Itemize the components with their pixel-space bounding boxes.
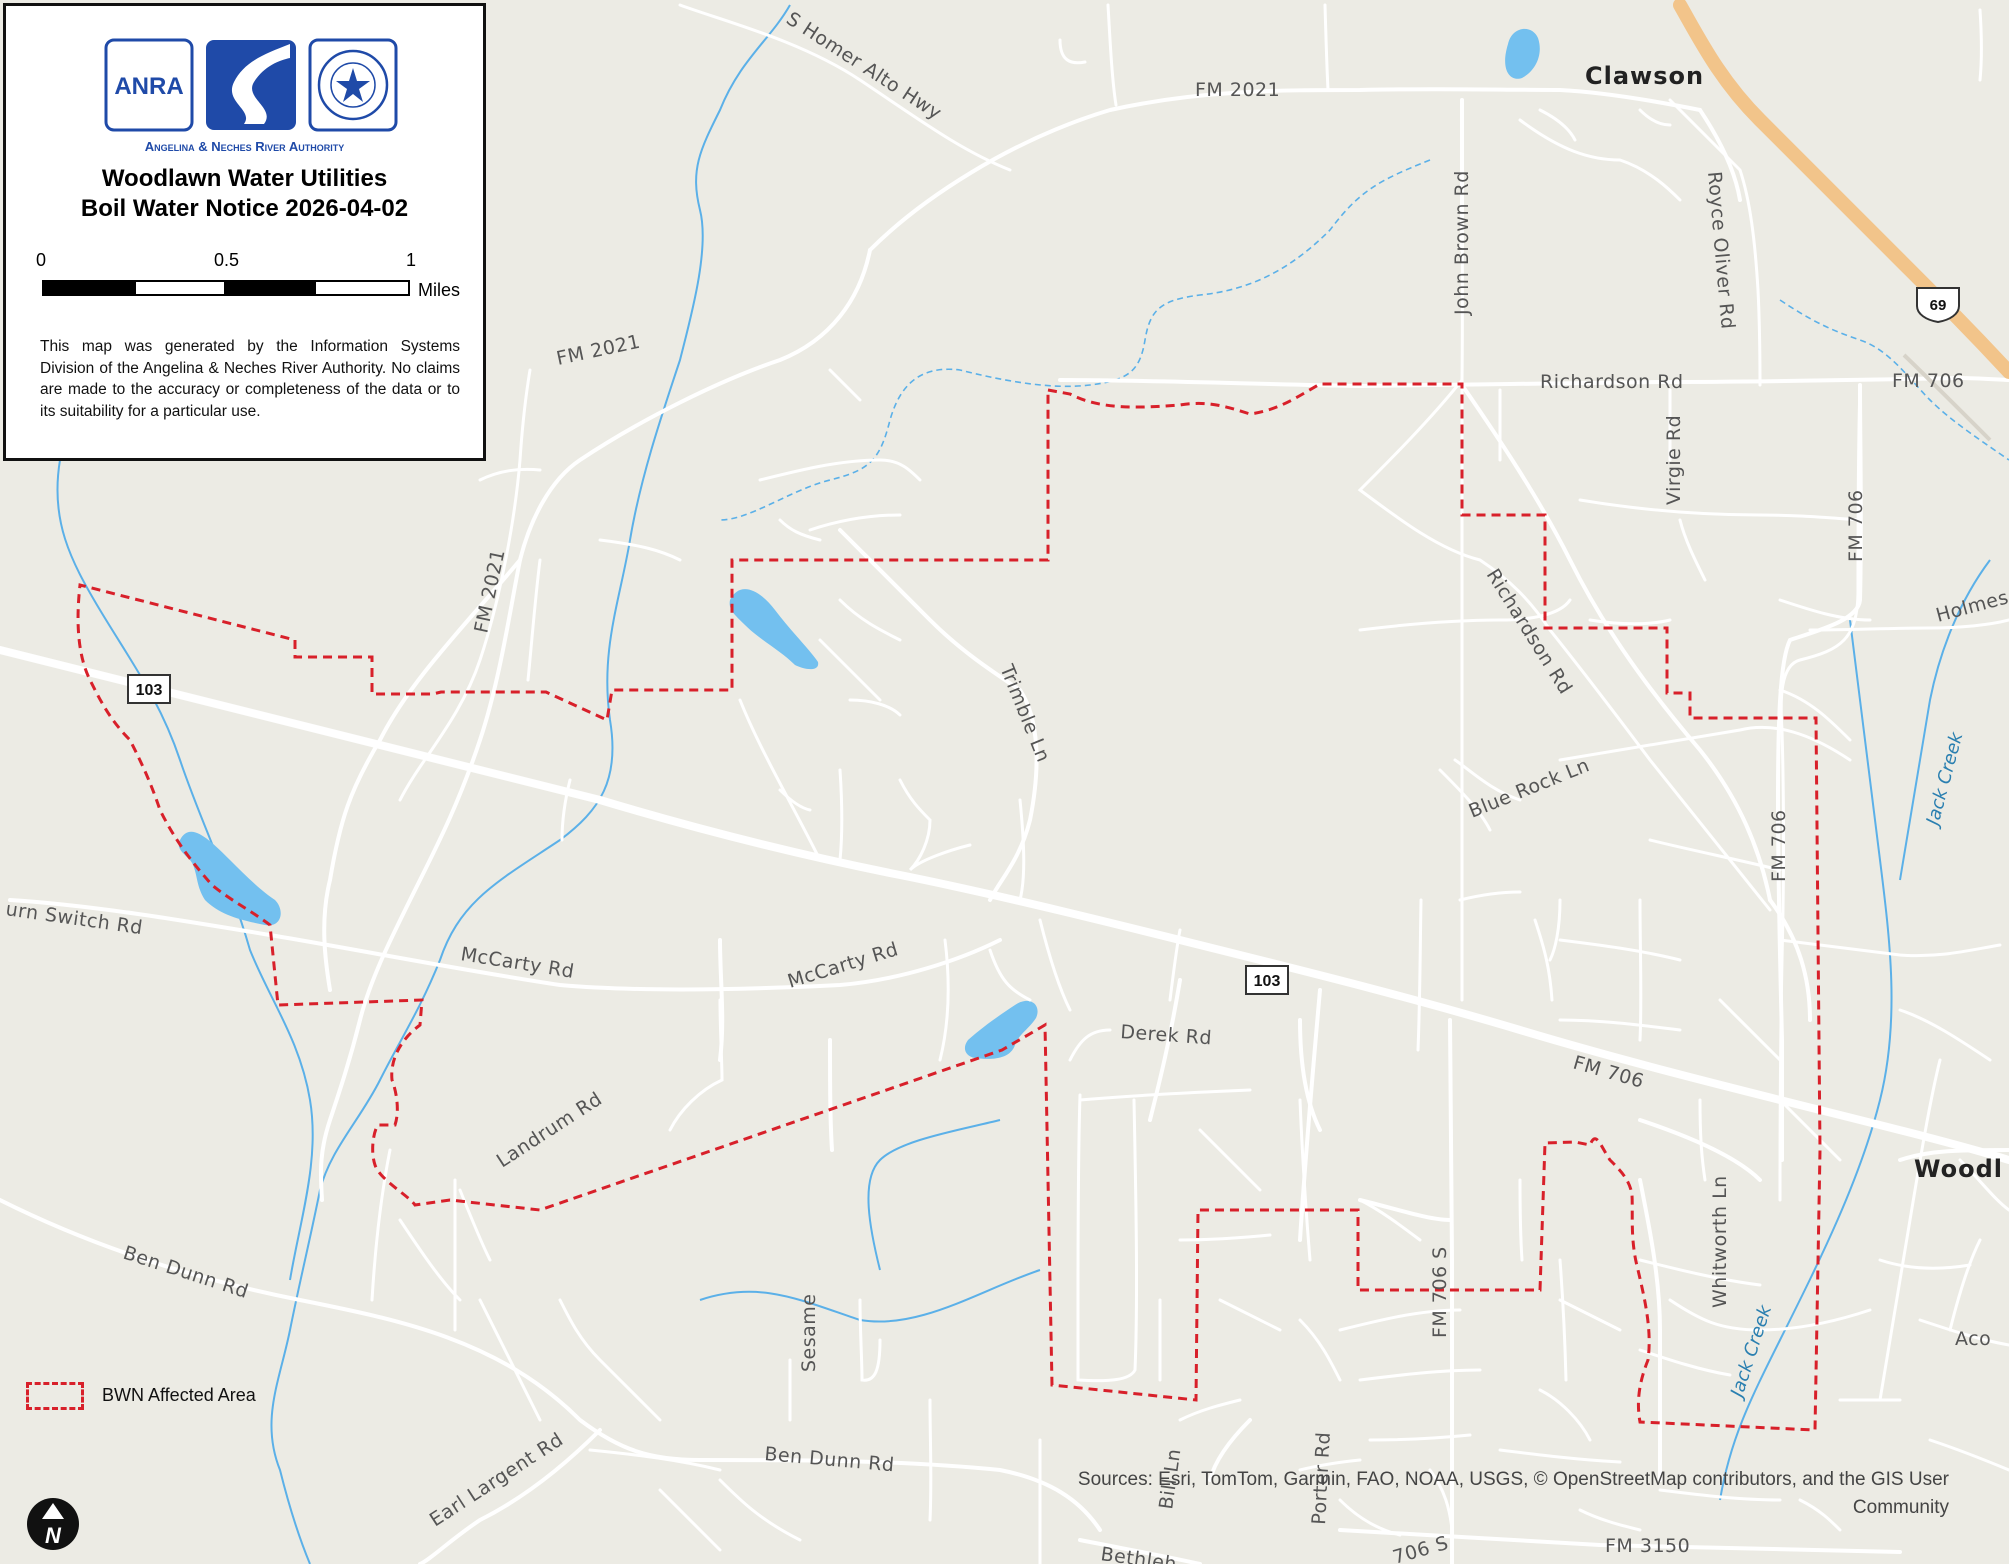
route-shield-us69: 69 bbox=[1916, 287, 1960, 324]
road-label-virgie: Virgie Rd bbox=[1663, 415, 1685, 505]
road-label-fm706s: FM 706 S bbox=[1429, 1246, 1451, 1338]
road-label-fm3150: FM 3150 bbox=[1605, 1535, 1690, 1557]
intermittent-streams bbox=[719, 159, 2009, 521]
main-roads bbox=[0, 87, 2009, 1564]
map-title: Woodlawn Water Utilities Boil Water Noti… bbox=[6, 164, 483, 224]
road-label-sesame: Sesame bbox=[798, 1294, 820, 1373]
anra-logo: ANRA bbox=[104, 38, 398, 132]
title-line-1: Woodlawn Water Utilities bbox=[101, 165, 388, 192]
svg-text:69: 69 bbox=[1930, 297, 1947, 314]
town-label-clawson: Clawson bbox=[1585, 62, 1704, 90]
scale-segment-3 bbox=[224, 280, 316, 296]
agency-name: Angelina & Neches River Authority bbox=[144, 139, 345, 154]
scale-bar: 0 0.5 1 Miles bbox=[36, 250, 476, 310]
road-label-john-brown: John Brown Rd bbox=[1451, 170, 1473, 316]
road-label-fm706-vertical-upper: FM 706 bbox=[1845, 489, 1867, 562]
legend-label-bwn: BWN Affected Area bbox=[102, 1385, 256, 1405]
north-arrow-icon[interactable]: N bbox=[26, 1497, 80, 1551]
ponds bbox=[178, 28, 1540, 1059]
highway-103 bbox=[0, 646, 2009, 1164]
road-label-porter: Porter Rd bbox=[1308, 1431, 1335, 1525]
road-label-aco: Aco bbox=[1955, 1328, 1991, 1350]
scale-tick-1: 1 bbox=[406, 250, 417, 270]
road-label-fm706-top: FM 706 bbox=[1892, 370, 1965, 392]
road-label-fm706-vertical-mid: FM 706 bbox=[1768, 809, 1790, 882]
svg-text:103: 103 bbox=[1254, 973, 1281, 990]
info-panel: ANRA Angelina & Neches River Authority W… bbox=[3, 3, 486, 461]
title-line-2: Boil Water Notice 2026-04-02 bbox=[80, 195, 409, 222]
svg-text:ANRA: ANRA bbox=[114, 73, 183, 100]
attribution-line-2: Community bbox=[1852, 1497, 1949, 1518]
town-label-woodlawn: Woodl bbox=[1914, 1155, 2003, 1183]
road-label-fm2021-top: FM 2021 bbox=[1195, 79, 1280, 101]
scale-tick-half: 0.5 bbox=[214, 250, 240, 270]
scale-segment-2 bbox=[134, 280, 226, 296]
rail-line bbox=[1902, 353, 1992, 442]
attribution-line-1: Sources: Esri, TomTom, Garmin, FAO, NOAA… bbox=[1077, 1469, 1949, 1490]
legend: BWN Affected Area bbox=[26, 1378, 306, 1414]
scale-unit: Miles bbox=[418, 280, 461, 300]
bwn-boundary bbox=[76, 382, 1822, 1432]
route-shield-103b: 103 bbox=[1245, 965, 1289, 995]
attribution: Sources: Esri, TomTom, Garmin, FAO, NOAA… bbox=[1009, 1466, 1949, 1522]
scale-tick-0: 0 bbox=[36, 250, 47, 270]
legend-swatch-bwn bbox=[26, 1382, 84, 1410]
scale-segment-1 bbox=[42, 280, 136, 296]
road-label-richardson-horizontal: Richardson Rd bbox=[1540, 371, 1684, 393]
svg-text:N: N bbox=[45, 1523, 62, 1548]
scale-segment-4 bbox=[314, 280, 410, 296]
disclaimer-text: This map was generated by the Informatio… bbox=[40, 338, 460, 420]
route-shield-103a: 103 bbox=[127, 674, 171, 704]
svg-text:103: 103 bbox=[136, 682, 163, 699]
road-label-whitworth: Whitworth Ln bbox=[1709, 1175, 1731, 1308]
minor-roads bbox=[370, 3, 2009, 1564]
